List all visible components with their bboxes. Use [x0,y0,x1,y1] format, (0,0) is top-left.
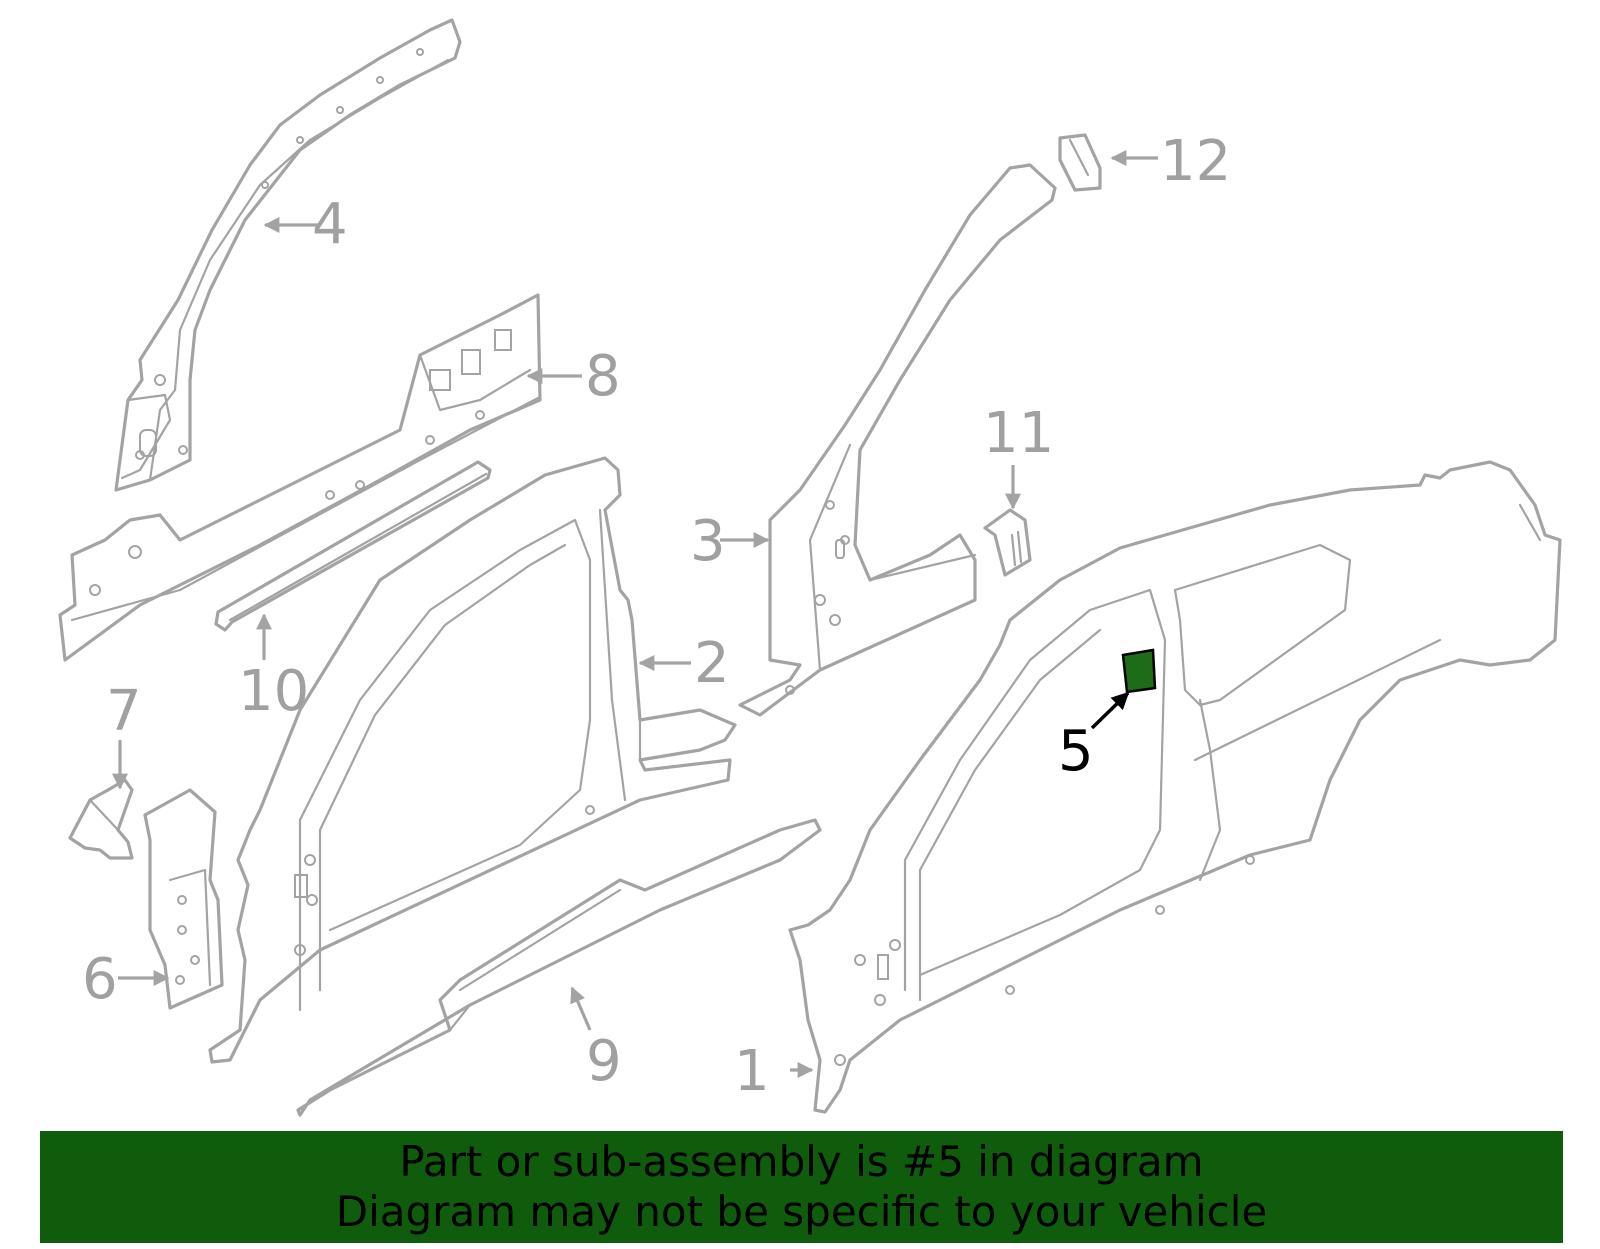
callout-3: 3 [690,509,726,574]
part-5-shape [1121,648,1157,694]
callout-6: 6 [82,947,118,1012]
callout-12: 12 [1160,129,1231,194]
leader-5 [1090,691,1130,730]
banner-line-2: Diagram may not be specific to your vehi… [335,1187,1268,1236]
callout-7: 7 [106,679,142,744]
part-4-a-pillar-reinforcement [114,18,462,492]
part-11-bracket [983,508,1032,577]
part-1-body-side-panel [788,460,1562,1114]
banner-line-1: Part or sub-assembly is #5 in diagram [399,1137,1204,1186]
callout-10: 10 [238,659,309,724]
callout-labels: 4 8 10 7 6 2 9 3 11 12 1 5 [82,129,1231,1104]
callout-8: 8 [585,344,621,409]
info-banner: Part or sub-assembly is #5 in diagram Di… [40,1131,1563,1243]
part-9-rocker-outer [296,818,822,1117]
part-10-reinforcement-strip [214,460,492,632]
part-2-body-side-frame [208,456,737,1064]
part-6-pillar-bracket [143,788,224,1010]
callout-11: 11 [983,401,1054,466]
part-5-highlighted-patch [1121,648,1157,694]
part-3-inner-pillar [738,163,1057,717]
leader-lines [112,150,1158,1078]
callout-5: 5 [1058,719,1094,784]
callout-4: 4 [312,192,348,257]
part-12-bracket [1058,133,1102,192]
part-7-bracket [68,778,134,860]
callout-2: 2 [694,631,730,696]
callout-9: 9 [586,1029,622,1094]
callout-1: 1 [734,1039,770,1104]
part-8-inner-sill [58,293,542,662]
